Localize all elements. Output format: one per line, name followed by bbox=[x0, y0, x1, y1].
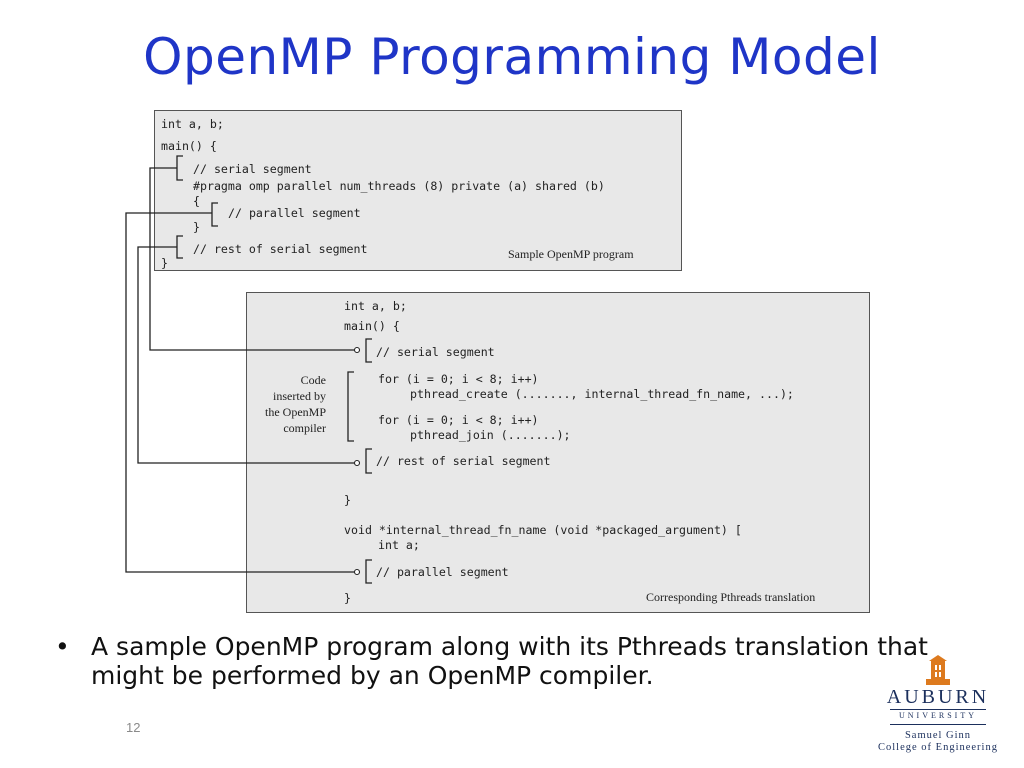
auburn-logo: AUBURN UNIVERSITY Samuel Ginn College of… bbox=[868, 655, 1008, 760]
logo-rule bbox=[890, 724, 986, 725]
code-line: for (i = 0; i < 8; i++) bbox=[378, 413, 539, 427]
tower-icon bbox=[926, 655, 950, 685]
code-line: } bbox=[193, 220, 200, 234]
bracket-serial-bottom bbox=[365, 338, 372, 363]
logo-college-line: College of Engineering bbox=[878, 742, 998, 753]
code-line: main() { bbox=[344, 319, 400, 333]
connector-rest bbox=[137, 246, 354, 464]
code-line: main() { bbox=[161, 139, 217, 153]
connector-end-rest bbox=[353, 459, 361, 467]
bracket-rest-top bbox=[176, 235, 183, 259]
code-line: int a; bbox=[378, 538, 420, 552]
code-line: // rest of serial segment bbox=[193, 242, 368, 256]
code-line: { bbox=[193, 194, 200, 208]
bracket-inserted bbox=[347, 371, 354, 442]
code-line: void *internal_thread_fn_name (void *pac… bbox=[344, 523, 742, 537]
bracket-rest-bottom bbox=[365, 448, 372, 474]
side-label-line: inserted by bbox=[273, 389, 326, 403]
side-label-line: Code bbox=[300, 373, 326, 387]
code-line: pthread_join (.......); bbox=[410, 428, 571, 442]
side-label-line: compiler bbox=[283, 421, 326, 435]
logo-college-line: Samuel Ginn bbox=[904, 730, 972, 741]
code-line: // serial segment bbox=[193, 162, 312, 176]
translation-caption: Corresponding Pthreads translation bbox=[646, 590, 816, 604]
connector-serial bbox=[149, 167, 354, 351]
code-line: for (i = 0; i < 8; i++) bbox=[378, 372, 539, 386]
bracket-serial-top bbox=[176, 155, 183, 181]
bracket-parallel-top bbox=[211, 202, 218, 227]
program-caption: Sample OpenMP program bbox=[508, 247, 634, 261]
slide-title: OpenMP Programming Model bbox=[143, 28, 881, 86]
code-line: int a, b; bbox=[344, 299, 407, 313]
openmp-program-box bbox=[154, 110, 682, 271]
bullet-text: A sample OpenMP program along with its P… bbox=[91, 632, 928, 690]
code-line: } bbox=[344, 591, 351, 605]
code-line: } bbox=[161, 256, 168, 270]
code-line: // serial segment bbox=[376, 345, 495, 359]
pthreads-translation-box bbox=[246, 292, 870, 613]
code-line: int a, b; bbox=[161, 117, 224, 131]
code-line: } bbox=[344, 493, 351, 507]
code-line: #pragma omp parallel num_threads (8) pri… bbox=[193, 179, 605, 193]
connector-end-parallel bbox=[353, 568, 361, 576]
slide-number: 12 bbox=[126, 720, 141, 735]
logo-rule bbox=[890, 709, 986, 710]
side-label-line: the OpenMP bbox=[265, 405, 326, 419]
code-line: // parallel segment bbox=[228, 206, 361, 220]
connector-end-serial bbox=[353, 346, 361, 354]
code-line: // rest of serial segment bbox=[376, 454, 551, 468]
code-inserted-label: Code inserted by the OpenMP compiler bbox=[216, 372, 326, 436]
logo-name: AUBURN bbox=[886, 686, 990, 708]
bracket-parallel-bottom bbox=[365, 559, 372, 584]
logo-subtitle: UNIVERSITY bbox=[899, 711, 977, 720]
code-line: // parallel segment bbox=[376, 565, 509, 579]
code-line: pthread_create (......., internal_thread… bbox=[410, 387, 794, 401]
connector-parallel bbox=[125, 212, 354, 573]
bullet-icon: • bbox=[55, 632, 70, 661]
